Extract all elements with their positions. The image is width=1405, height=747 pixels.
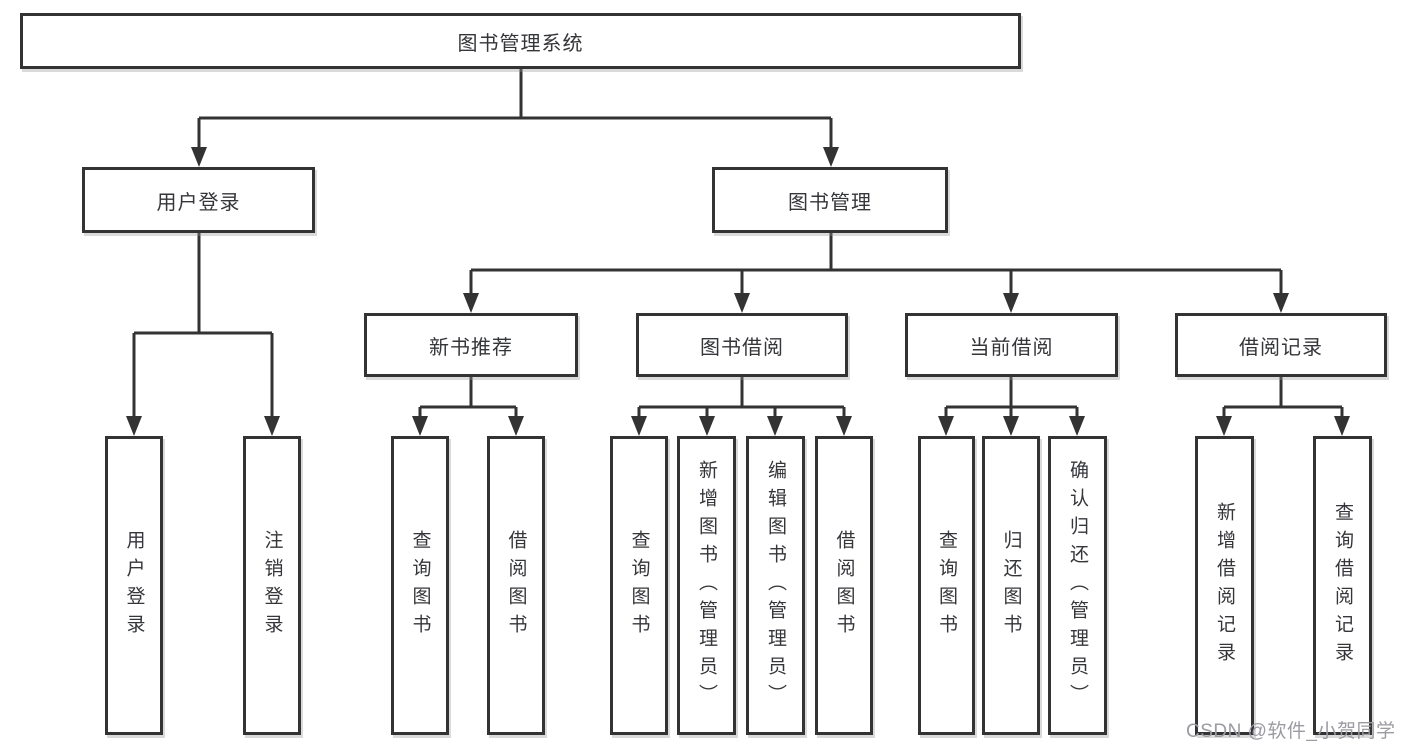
node-root-system: 图书管理系统	[20, 13, 1021, 69]
leaf-rec-query-books: 查询图书	[391, 436, 449, 735]
leaf-borrow-borrow-books: 借阅图书	[815, 436, 873, 735]
leaf-current-confirm-return-admin: 确认归还（管理员）	[1048, 436, 1107, 735]
node-borrow-records: 借阅记录	[1175, 313, 1387, 377]
leaf-borrow-edit-books-admin: 编辑图书（管理员）	[746, 436, 805, 735]
leaf-records-query-record: 查询借阅记录	[1313, 436, 1372, 735]
leaf-logout: 注销登录	[243, 436, 301, 735]
leaf-rec-borrow-books: 借阅图书	[487, 436, 545, 735]
leaf-borrow-add-books-admin: 新增图书（管理员）	[677, 436, 736, 735]
leaf-current-return-books: 归还图书	[982, 436, 1040, 735]
node-book-management: 图书管理	[712, 167, 948, 233]
csdn-watermark: CSDN @软件_小贺同学	[1186, 721, 1396, 742]
node-current-borrow: 当前借阅	[905, 313, 1118, 377]
arrowheads	[126, 147, 1350, 436]
leaf-borrow-query-books: 查询图书	[610, 436, 668, 735]
node-book-borrow: 图书借阅	[636, 313, 848, 377]
node-user-login: 用户登录	[82, 167, 315, 233]
node-new-book-recommend: 新书推荐	[364, 313, 578, 377]
leaf-user-login: 用户登录	[105, 436, 163, 735]
leaf-records-add-record: 新增借阅记录	[1195, 436, 1254, 735]
leaf-current-query-books: 查询图书	[918, 436, 975, 735]
